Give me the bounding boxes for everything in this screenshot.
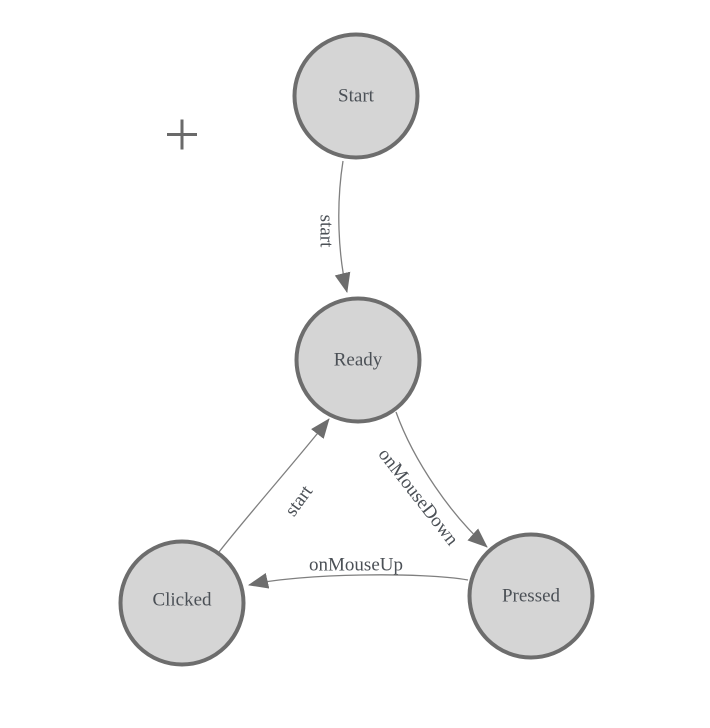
edge-label-clicked-to-ready: start [281, 481, 318, 520]
state-label-pressed: Pressed [502, 586, 561, 607]
state-label-ready: Ready [334, 350, 383, 371]
state-node-ready[interactable]: Ready [294, 296, 422, 424]
edge-label-pressed-to-clicked: onMouseUp [309, 555, 403, 576]
state-circle-ready[interactable] [294, 296, 422, 424]
add-crosshair-icon[interactable] [167, 119, 197, 150]
edge-clicked-to-ready[interactable] [218, 418, 330, 553]
state-label-start: Start [338, 86, 375, 107]
state-circle-pressed[interactable] [467, 532, 595, 660]
edge-ready-to-pressed[interactable] [395, 411, 488, 548]
state-label-clicked: Clicked [152, 590, 212, 611]
state-node-start[interactable]: Start [292, 32, 420, 160]
edge-pressed-to-clicked[interactable] [248, 573, 469, 589]
edge-start-to-ready[interactable] [334, 160, 351, 293]
state-circle-start[interactable] [292, 32, 420, 160]
state-node-pressed[interactable]: Pressed [467, 532, 595, 660]
state-node-clicked[interactable]: Clicked [118, 539, 246, 667]
edge-label-start-to-ready: start [316, 215, 337, 248]
state-circle-clicked[interactable] [118, 539, 246, 667]
